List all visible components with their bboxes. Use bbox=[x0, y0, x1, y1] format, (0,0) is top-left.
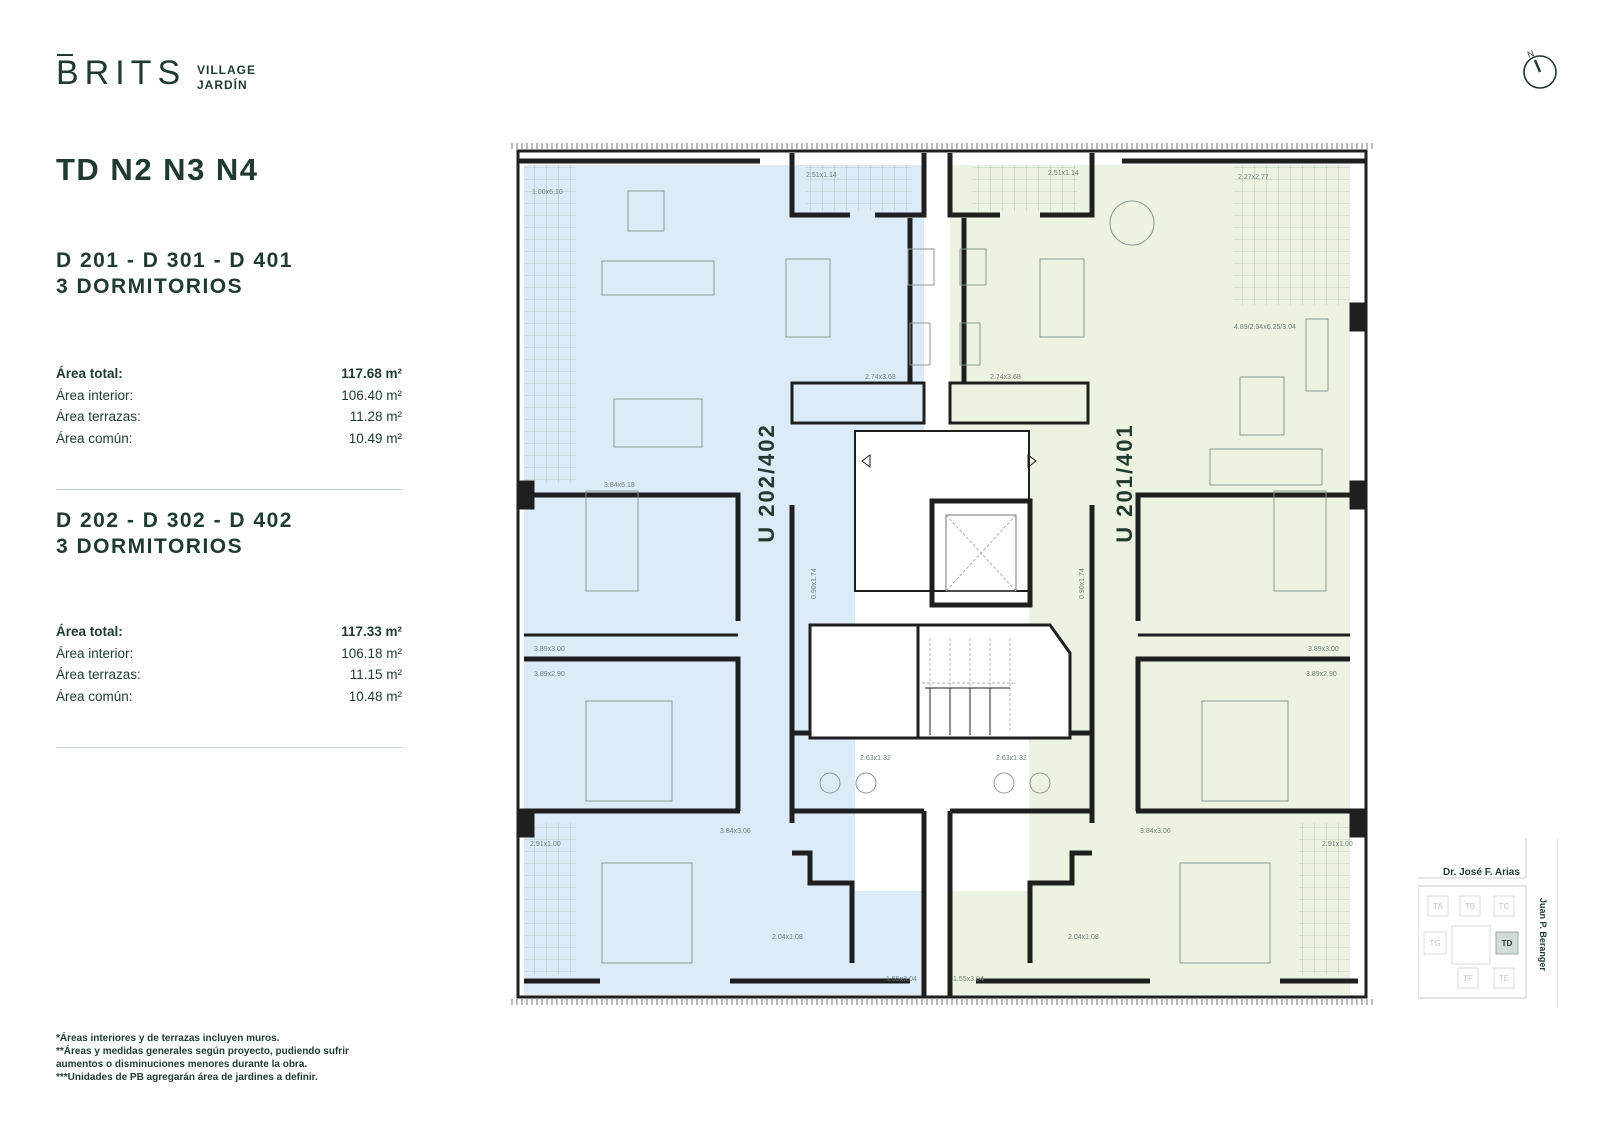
page-title: TD N2 N3 N4 bbox=[56, 152, 259, 187]
edge-hatch-top bbox=[510, 143, 1374, 149]
area-row: Área terrazas: 11.15 m² bbox=[56, 664, 402, 686]
area-value: 10.48 m² bbox=[348, 688, 402, 704]
dim-label: 1.55x3.04 bbox=[886, 976, 917, 983]
stairwell bbox=[808, 623, 920, 740]
area-row: Área total: 117.68 m² bbox=[56, 363, 402, 385]
unit-1-title: D 201 - D 301 - D 401 3 DORMITORIOS bbox=[56, 248, 293, 300]
edge-hatch-bottom bbox=[510, 999, 1374, 1005]
keymap-unit: TG bbox=[1429, 939, 1440, 948]
floor-plan: U 202/402 U 201/401 1.00x6.10 2.51x1.14 … bbox=[510, 143, 1374, 1005]
terrace-left-top bbox=[524, 165, 576, 483]
dim-label: 1.00x6.10 bbox=[532, 189, 563, 196]
area-value: 106.40 m² bbox=[341, 387, 402, 403]
arrow-right-icon bbox=[1027, 454, 1037, 468]
area-label: Área total: bbox=[56, 366, 123, 381]
dim-label: 2.27x2.77 bbox=[1238, 174, 1269, 181]
area-row: Área terrazas: 11.28 m² bbox=[56, 406, 402, 428]
keymap-unit: TB bbox=[1465, 902, 1475, 911]
arrow-left-icon bbox=[861, 454, 871, 468]
footnote: **Áreas y medidas generales según proyec… bbox=[56, 1046, 349, 1057]
dim-label: 3.89x3.00 bbox=[534, 646, 565, 653]
compass-icon: N bbox=[1523, 50, 1557, 89]
brand-subtitle: VILLAGE JARDÍN bbox=[197, 63, 256, 93]
unit-1-heading: D 201 - D 301 - D 401 bbox=[56, 249, 293, 272]
keymap-unit: TE bbox=[1499, 974, 1509, 983]
dim-label: 2.51x1.14 bbox=[1048, 170, 1079, 177]
area-row: Área interior: 106.40 m² bbox=[56, 385, 402, 407]
dim-label: 0.90x1.74 bbox=[1079, 568, 1086, 599]
dim-label: 3.89x2.90 bbox=[534, 671, 565, 678]
area-label: Área interior: bbox=[56, 645, 134, 661]
unit-left-label: U 202/402 bbox=[754, 423, 779, 543]
brand-subtitle-line2: JARDÍN bbox=[197, 78, 248, 92]
unit-right-label: U 201/401 bbox=[1112, 423, 1137, 543]
divider bbox=[56, 747, 402, 748]
unit-2-subheading: 3 DORMITORIOS bbox=[56, 535, 244, 558]
elevator bbox=[929, 498, 1033, 608]
dim-label: 1.55x3.04 bbox=[953, 976, 984, 983]
dim-label: 2.74x3.68 bbox=[990, 374, 1021, 381]
footnotes: *Áreas interiores y de terrazas incluyen… bbox=[56, 1032, 349, 1084]
area-value: 117.68 m² bbox=[341, 366, 402, 381]
area-value: 10.49 m² bbox=[348, 430, 402, 446]
dim-label: 3.89x3.00 bbox=[1308, 646, 1339, 653]
area-label: Área común: bbox=[56, 430, 133, 446]
area-value: 11.28 m² bbox=[349, 409, 402, 424]
area-label: Área común: bbox=[56, 688, 133, 704]
dim-label: 2.74x3.68 bbox=[865, 374, 896, 381]
unit-1-area-table: Área total: 117.68 m² Área interior: 106.4… bbox=[56, 363, 402, 449]
site-keymap: Dr. José F. Arias Juan P. Beranger TA TB… bbox=[1418, 838, 1558, 1008]
dim-label: 2.04x1.08 bbox=[1068, 934, 1099, 941]
dim-label: 3.89x2.90 bbox=[1306, 671, 1337, 678]
divider bbox=[56, 489, 402, 490]
area-row: Área total: 117.33 m² bbox=[56, 621, 402, 643]
area-value: 106.18 m² bbox=[341, 645, 402, 661]
area-value: 11.15 m² bbox=[349, 667, 402, 682]
street-right-label: Juan P. Beranger bbox=[1538, 898, 1548, 971]
dim-label: 2.51x1.14 bbox=[806, 172, 837, 179]
unit-2-area-table: Área total: 117.33 m² Área interior: 106.1… bbox=[56, 621, 402, 707]
area-label: Área interior: bbox=[56, 387, 134, 403]
logo-macron bbox=[57, 54, 73, 56]
footnote: aumentos o disminuciones menores durante… bbox=[56, 1059, 308, 1070]
dim-label: 2.91x1.00 bbox=[1322, 841, 1353, 848]
terrace-right-top bbox=[1233, 165, 1350, 305]
dim-label: 3.84x3.06 bbox=[1140, 828, 1171, 835]
dim-label: 3.84x3.06 bbox=[720, 828, 751, 835]
area-label: Área terrazas: bbox=[56, 409, 141, 424]
footnote: *Áreas interiores y de terrazas incluyen… bbox=[56, 1033, 280, 1044]
terrace-left-bottom bbox=[524, 823, 576, 975]
area-label: Área total: bbox=[56, 624, 123, 639]
unit-2-title: D 202 - D 302 - D 402 3 DORMITORIOS bbox=[56, 508, 293, 560]
dim-label: 2.04x1.08 bbox=[772, 934, 803, 941]
dim-label: 3.84x6.18 bbox=[604, 482, 635, 489]
keymap-unit: TA bbox=[1433, 902, 1443, 911]
area-label: Área terrazas: bbox=[56, 667, 141, 682]
footnote: ***Unidades de PB agregarán área de jard… bbox=[56, 1072, 318, 1083]
keymap-unit-highlight: TD bbox=[1502, 939, 1513, 948]
unit-1-subheading: 3 DORMITORIOS bbox=[56, 275, 244, 298]
area-row: Área común: 10.49 m² bbox=[56, 428, 402, 450]
dim-label: 2.63x1.32 bbox=[860, 755, 891, 762]
brand-logo: BRITS bbox=[56, 54, 187, 92]
brand-subtitle-line1: VILLAGE bbox=[197, 63, 257, 77]
dim-label: 4.89/2.54x6.25/3.04 bbox=[1234, 324, 1296, 331]
area-row: Área interior: 106.18 m² bbox=[56, 643, 402, 665]
compass-label: N bbox=[1526, 50, 1536, 60]
dim-label: 0.90x1.74 bbox=[811, 568, 818, 599]
dim-label: 2.91x1.00 bbox=[530, 841, 561, 848]
keymap-unit: TC bbox=[1499, 902, 1510, 911]
dim-label: 2.63x1.32 bbox=[996, 755, 1027, 762]
terrace-right-bottom bbox=[1298, 823, 1350, 975]
area-row: Área común: 10.48 m² bbox=[56, 686, 402, 708]
keymap-unit: TF bbox=[1463, 974, 1473, 983]
street-top-label: Dr. José F. Arias bbox=[1443, 867, 1520, 878]
area-value: 117.33 m² bbox=[341, 624, 402, 639]
unit-2-heading: D 202 - D 302 - D 402 bbox=[56, 509, 293, 532]
